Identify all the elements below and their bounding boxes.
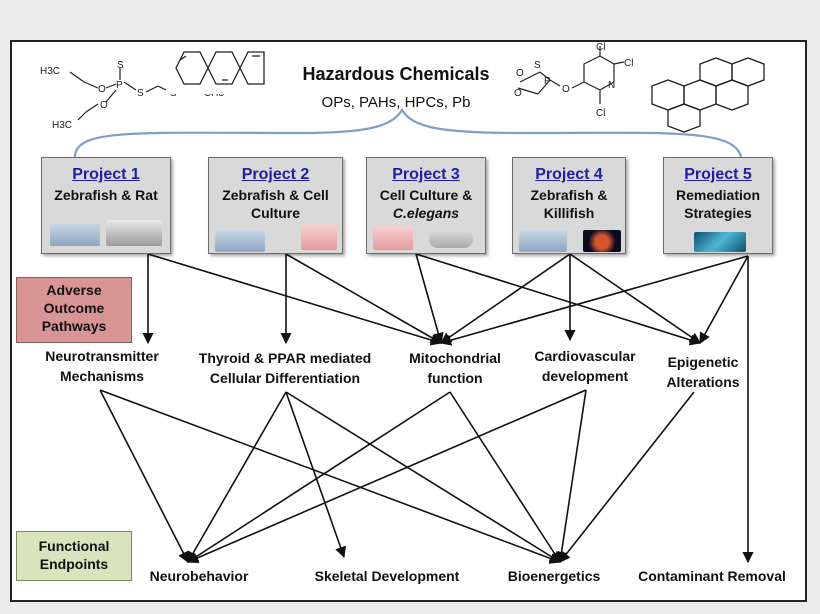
functional-endpoints-box: Functional Endpoints (16, 531, 132, 581)
project-3-desc: Cell Culture & C.elegans (367, 186, 485, 222)
arrow-thyroid-neurobehavior (187, 391, 287, 563)
cell-culture-photo (301, 224, 337, 250)
project-2-title[interactable]: Project 2 (241, 166, 310, 183)
c-elegans-photo (429, 230, 473, 248)
outcome-line: Neurotransmitter (45, 348, 159, 364)
project-2-box: Project 2 Zebrafish & Cell Culture (208, 157, 343, 254)
chlorpyrifos-structure: Cl Cl Cl O P S O O N (512, 42, 636, 126)
arrow-epigenetic-bioenergetics (559, 391, 695, 563)
project-2-desc: Zebrafish & Cell Culture (222, 187, 329, 221)
arrow-mito-neurobehavior (187, 391, 451, 563)
project-4-title[interactable]: Project 4 (535, 166, 603, 183)
project-5-box: Project 5 Remediation Strategies (663, 157, 773, 254)
endpoint-skeletal: Skeletal Development (314, 568, 460, 584)
chem-label: O (516, 68, 524, 79)
outcome-line: function (427, 370, 483, 386)
arrow-p2-mitochondrial (285, 253, 442, 344)
arrow-p3-epigenetic (415, 253, 702, 346)
bracket-curve (73, 107, 744, 163)
outcome-neurotransmitter: Neurotransmitter Mechanisms (28, 346, 176, 386)
zebrafish-photo (519, 230, 567, 252)
diagram-title: Hazardous Chemicals (302, 64, 490, 84)
arrow-neuro-neurobehavior (99, 389, 189, 563)
project-3-box: Project 3 Cell Culture & C.elegans (366, 157, 486, 254)
chem-label: S (137, 88, 144, 99)
outcome-line: Alterations (666, 374, 740, 390)
killifish-photo (583, 230, 621, 252)
project-4-desc: Zebrafish & Killifish (530, 187, 608, 221)
outcome-line: development (541, 368, 629, 384)
chem-label: P (544, 76, 551, 87)
diagram-subtitle: OPs, PAHs, HPCs, Pb (321, 94, 471, 111)
arrow-p3-mitochondrial (415, 253, 444, 345)
chem-label: Cl (596, 108, 605, 119)
arrow-p5-mitochondrial (439, 255, 749, 346)
chem-label: O (98, 84, 106, 95)
functional-label: Functional Endpoints (38, 538, 110, 572)
arrow-p4-epigenetic (569, 253, 701, 344)
outcome-line: Cellular Differentiation (209, 370, 361, 386)
outcome-mitochondrial: Mitochondrial function (396, 348, 514, 388)
arrow-cardio-bioenergetics (555, 389, 587, 564)
bacteria-photo (694, 232, 746, 252)
zebrafish-photo (215, 230, 265, 252)
arrow-p1-mitochondrial (147, 253, 443, 346)
project-4-box: Project 4 Zebrafish & Killifish (512, 157, 626, 254)
project-5-title[interactable]: Project 5 (684, 166, 752, 183)
outcome-line: Mechanisms (59, 368, 145, 384)
project-1-box: Project 1 Zebrafish & Rat (41, 157, 171, 254)
benzopyrene-structure (640, 56, 790, 136)
endpoint-bioenergetics: Bioenergetics (507, 568, 601, 584)
project-1-title[interactable]: Project 1 (72, 166, 140, 183)
arrow-p5-epigenetic (699, 255, 749, 344)
outcome-thyroid-ppar: Thyroid & PPAR mediated Cellular Differe… (186, 348, 384, 388)
anthracene-structure (166, 46, 268, 94)
cell-culture-photo (373, 226, 413, 250)
chem-label: S (117, 60, 124, 71)
arrow-mito-bioenergetics (449, 391, 561, 563)
outcome-line: Mitochondrial (409, 350, 501, 366)
project-3-title[interactable]: Project 3 (392, 166, 460, 183)
chem-label: H3C (40, 66, 60, 77)
project-3-desc-italic: C.elegans (392, 205, 460, 221)
arrow-thyroid-skeletal (285, 391, 346, 559)
rat-photo (106, 220, 162, 246)
chem-label: S (534, 60, 541, 71)
aop-label: Adverse Outcome Pathways (41, 282, 107, 334)
chem-label: O (562, 84, 570, 95)
chem-label: N (608, 80, 615, 91)
project-3-desc-text: Cell Culture & (379, 187, 473, 203)
project-1-desc: Zebrafish & Rat (54, 187, 158, 203)
chem-label: P (116, 80, 123, 91)
outcome-line: Thyroid & PPAR mediated (198, 350, 372, 366)
benzopyrene-structure-drawing (651, 57, 765, 133)
chem-label: O (100, 100, 108, 111)
outcome-line: Cardiovascular (534, 348, 636, 364)
anthracene-structure-drawing (175, 51, 265, 85)
arrow-cardio-neurobehavior (186, 389, 587, 564)
adverse-outcome-pathways-box: Adverse Outcome Pathways (16, 277, 132, 343)
chlorpyrifos-structure-drawing: Cl Cl Cl O P S O O N (514, 42, 633, 119)
arrow-p4-mitochondrial (440, 253, 571, 344)
chem-label: Cl (596, 42, 605, 53)
endpoint-neurobehavior: Neurobehavior (149, 568, 249, 584)
outcome-epigenetic: Epigenetic Alterations (648, 352, 758, 392)
chem-label: Cl (624, 58, 633, 69)
arrow-thyroid-bioenergetics (285, 391, 561, 563)
outcome-cardiovascular: Cardiovascular development (522, 346, 648, 386)
endpoint-contaminant-removal: Contaminant Removal (638, 568, 786, 584)
chem-label: H3C (52, 120, 72, 131)
chem-label: O (514, 88, 522, 99)
outcome-line: Epigenetic (667, 354, 739, 370)
arrow-neuro-bioenergetics (99, 389, 562, 564)
project-5-desc: Remediation Strategies (675, 187, 760, 221)
zebrafish-photo (50, 224, 100, 246)
